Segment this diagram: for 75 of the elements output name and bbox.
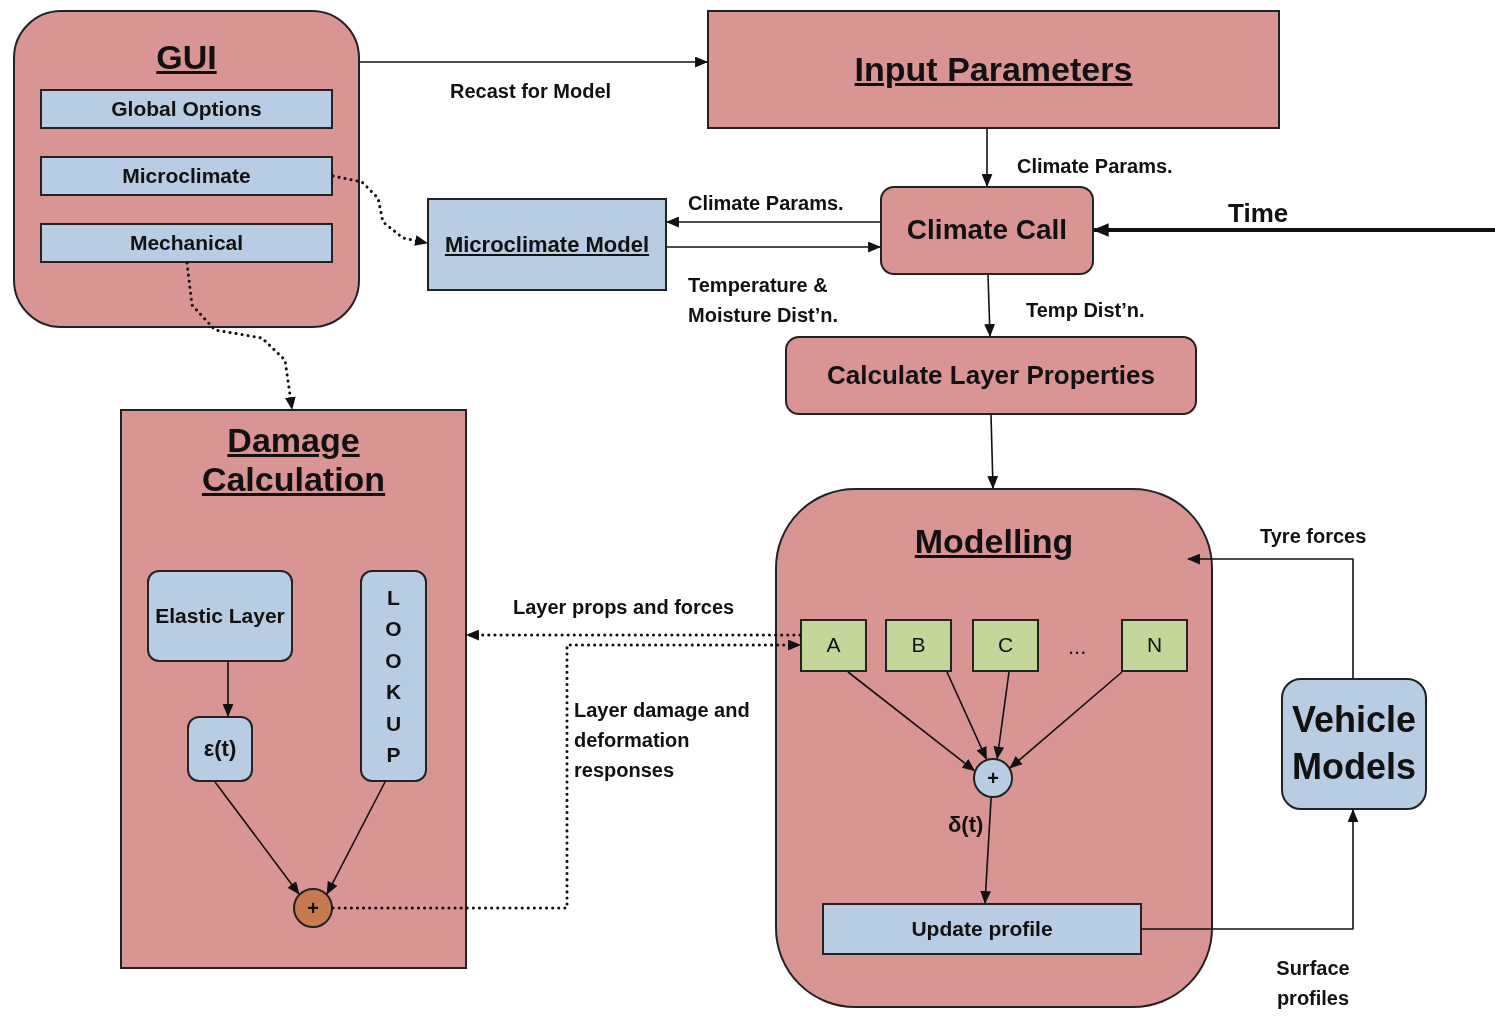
edge-label: Time — [1228, 197, 1290, 230]
arrow — [847, 671, 976, 772]
model-box — [885, 619, 952, 672]
box-label: Vehicle Models — [1290, 698, 1418, 789]
model-box — [1121, 619, 1188, 672]
box-label: + — [307, 896, 319, 920]
option-box — [40, 223, 333, 263]
process-box — [785, 336, 1197, 415]
arrow — [666, 241, 882, 253]
box-label: Update profile — [911, 916, 1053, 942]
box-label: Mechanical — [129, 230, 244, 256]
arrow — [665, 216, 881, 228]
arrow — [981, 128, 993, 188]
panel — [13, 10, 360, 328]
edge-label: Layer props and forces — [513, 595, 736, 620]
dotted-arrow — [185, 261, 296, 411]
box-label: Microclimate — [122, 163, 251, 189]
box-label: Global Options — [111, 96, 262, 122]
arrow — [214, 781, 300, 895]
sum-circle — [973, 758, 1013, 798]
box-label: Climate Call — [906, 214, 1068, 247]
model-box — [800, 619, 867, 672]
box-label: ε(t) — [203, 736, 237, 762]
arrow — [984, 274, 995, 338]
box-label: + — [987, 766, 999, 790]
option-box — [40, 89, 333, 129]
box-label: B — [911, 633, 926, 658]
dotted-arrow — [331, 174, 429, 246]
box-label: LOOKUP — [384, 584, 403, 768]
edge-label: Surface profiles — [1275, 956, 1351, 1011]
process-box — [427, 198, 667, 291]
arrow — [1186, 553, 1354, 679]
box-label: N — [1146, 633, 1163, 658]
box-label: C — [997, 633, 1014, 658]
dotted-arrow — [331, 639, 802, 910]
option-box — [40, 156, 333, 196]
edge-label: Climate Params. — [688, 191, 845, 216]
process-box — [880, 186, 1094, 275]
arrow — [987, 414, 999, 490]
arrow — [993, 671, 1010, 760]
process-box — [147, 570, 293, 662]
process-box — [707, 10, 1280, 129]
box-label: Input Parameters — [854, 49, 1133, 90]
edge-label: Recast for Model — [450, 79, 613, 104]
arrow — [222, 661, 234, 718]
panel-heading: GUI — [156, 38, 217, 78]
dotted-arrow — [465, 629, 802, 641]
process-box — [1281, 678, 1427, 810]
process-box — [360, 570, 427, 782]
edge-label: Temp Dist’n. — [1026, 298, 1146, 323]
box-label: Elastic Layer — [155, 603, 285, 629]
edge-label: Layer damage and deformation responses — [574, 698, 751, 783]
edge-label: Tyre forces — [1260, 524, 1368, 549]
panel — [775, 488, 1213, 1008]
arrow — [980, 797, 992, 905]
box-label: Microclimate Model — [444, 231, 650, 258]
sum-circle — [293, 888, 333, 928]
box-label: Calculate Layer Properties — [826, 360, 1155, 391]
edge-label: δ(t) — [948, 811, 985, 839]
thick-arrow — [1092, 223, 1495, 237]
arrow — [946, 671, 988, 761]
process-box — [187, 716, 253, 782]
panel-heading: Damage Calculation — [200, 421, 387, 500]
ellipsis-label: ... — [1068, 633, 1087, 661]
arrow — [326, 781, 386, 895]
arrow — [1141, 808, 1359, 930]
edge-label: Temperature & Moisture Dist’n. — [688, 273, 839, 328]
arrow — [1009, 671, 1123, 769]
arrow — [359, 56, 709, 68]
panel — [120, 409, 467, 969]
model-box — [972, 619, 1039, 672]
edge-label: Climate Params. — [1017, 154, 1174, 179]
box-label: A — [826, 633, 841, 658]
process-box — [822, 903, 1142, 955]
panel-heading: Modelling — [914, 522, 1074, 562]
